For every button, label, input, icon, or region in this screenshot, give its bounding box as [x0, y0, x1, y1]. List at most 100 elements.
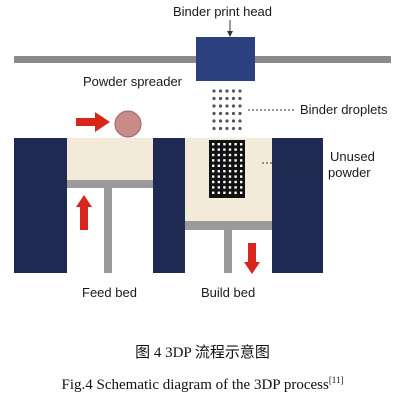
- binder-droplet: [231, 111, 236, 116]
- printed-part-dot: [240, 186, 243, 189]
- printed-part-dot: [217, 143, 220, 146]
- binder-droplet: [231, 89, 236, 93]
- printed-part-dot: [223, 186, 226, 189]
- printed-part-dot: [217, 186, 220, 189]
- unused-powder-label-line1: Unused: [330, 149, 375, 164]
- printed-part-dot: [240, 180, 243, 184]
- printed-part-dot: [212, 180, 215, 184]
- printed-part-dot: [223, 191, 226, 194]
- printed-part-dot: [234, 180, 237, 184]
- printed-part-dot: [223, 159, 226, 162]
- binder-droplet: [218, 119, 223, 123]
- binder-droplet: [238, 111, 242, 116]
- binder-droplet: [212, 89, 216, 93]
- binder-droplet: [218, 96, 223, 101]
- printed-part-dot: [228, 153, 232, 157]
- printed-part-dot: [234, 186, 237, 189]
- printed-part-dot: [228, 170, 232, 173]
- print-head-label: Binder print head: [173, 4, 273, 19]
- center-wall: [153, 138, 185, 273]
- printed-part-dot: [234, 153, 237, 157]
- unused-powder-label-line2: powder: [328, 165, 371, 180]
- binder-droplet: [212, 96, 216, 101]
- spreader-direction-arrow: [76, 112, 110, 132]
- binder-droplet: [218, 104, 223, 108]
- binder-droplets-label: Binder droplets: [300, 102, 388, 117]
- printed-part-dot: [240, 143, 243, 146]
- printed-part-dot: [234, 170, 237, 173]
- printed-part-dot: [240, 159, 243, 162]
- printed-part-dot: [217, 180, 220, 184]
- feed-bed-powder: [67, 138, 153, 180]
- printed-part-dot: [223, 164, 226, 167]
- printed-part-dot: [217, 159, 220, 162]
- binder-droplet: [218, 126, 223, 131]
- left-outer-wall: [14, 138, 67, 273]
- binder-droplet: [238, 89, 242, 93]
- binder-droplet: [225, 104, 229, 108]
- printed-part-dot: [217, 164, 220, 167]
- printed-part-dot: [234, 191, 237, 194]
- printed-part-dot: [228, 159, 232, 162]
- binder-droplet: [218, 111, 223, 116]
- printed-part-dot: [228, 180, 232, 184]
- printed-part-dot: [212, 175, 215, 178]
- printed-part-dot: [228, 191, 232, 194]
- binder-droplet: [218, 89, 223, 93]
- build-bed-piston-rod: [224, 230, 232, 273]
- feed-bed-piston-plate: [67, 180, 153, 188]
- binder-droplet: [212, 111, 216, 116]
- powder-spreader-roller: [114, 110, 142, 138]
- printed-part-dot: [240, 148, 243, 151]
- feed-bed-up-arrow: [76, 195, 92, 230]
- printed-part-dot: [234, 159, 237, 162]
- printed-part-dot: [217, 170, 220, 173]
- printed-part-dot: [212, 191, 215, 194]
- printed-part-dot: [212, 159, 215, 162]
- figure-caption-english-text: Fig.4 Schematic diagram of the 3DP proce…: [61, 377, 329, 393]
- printed-part-dot: [234, 148, 237, 151]
- figure-caption-chinese: 图 4 3DP 流程示意图: [135, 345, 270, 361]
- binder-droplet: [238, 119, 242, 123]
- printed-part-dot: [217, 148, 220, 151]
- printed-part-dot: [240, 175, 243, 178]
- printed-part-dot: [223, 180, 226, 184]
- figure-caption-reference: [11]: [328, 375, 344, 385]
- binder-droplets: [212, 89, 242, 131]
- binder-droplet: [231, 96, 236, 101]
- printed-part-dot: [228, 175, 232, 178]
- printed-part-dot: [228, 164, 232, 167]
- printed-part-dot: [212, 170, 215, 173]
- printed-part-dot: [234, 164, 237, 167]
- printed-part-dot: [240, 170, 243, 173]
- binder-droplet: [238, 104, 242, 108]
- binder-droplet: [225, 96, 229, 101]
- binder-droplet: [225, 111, 229, 116]
- printed-part-dot: [212, 186, 215, 189]
- printed-part-dot: [240, 153, 243, 157]
- printed-part-dot: [212, 153, 215, 157]
- printed-part-dot: [212, 143, 215, 146]
- figure-caption-english: Fig.4 Schematic diagram of the 3DP proce…: [0, 375, 405, 394]
- binder-droplet: [212, 104, 216, 108]
- binder-droplet: [212, 119, 216, 123]
- printed-part-dot: [228, 143, 232, 146]
- printed-part-dot: [234, 143, 237, 146]
- printed-part-dot: [234, 175, 237, 178]
- printed-part-dot: [223, 153, 226, 157]
- printed-part-dot: [217, 175, 220, 178]
- right-outer-wall: [272, 138, 323, 273]
- printed-part-dot: [228, 186, 232, 189]
- binder-droplet: [231, 104, 236, 108]
- binder-droplet: [225, 126, 229, 131]
- printed-part: [209, 140, 245, 198]
- printed-part-dot: [217, 153, 220, 157]
- build-bed-down-arrow: [244, 243, 260, 274]
- printed-part-dots: [212, 143, 243, 194]
- binder-droplet: [231, 119, 236, 123]
- feed-bed-piston-rod: [104, 188, 112, 273]
- binder-droplet: [238, 96, 242, 101]
- printed-part-dot: [212, 164, 215, 167]
